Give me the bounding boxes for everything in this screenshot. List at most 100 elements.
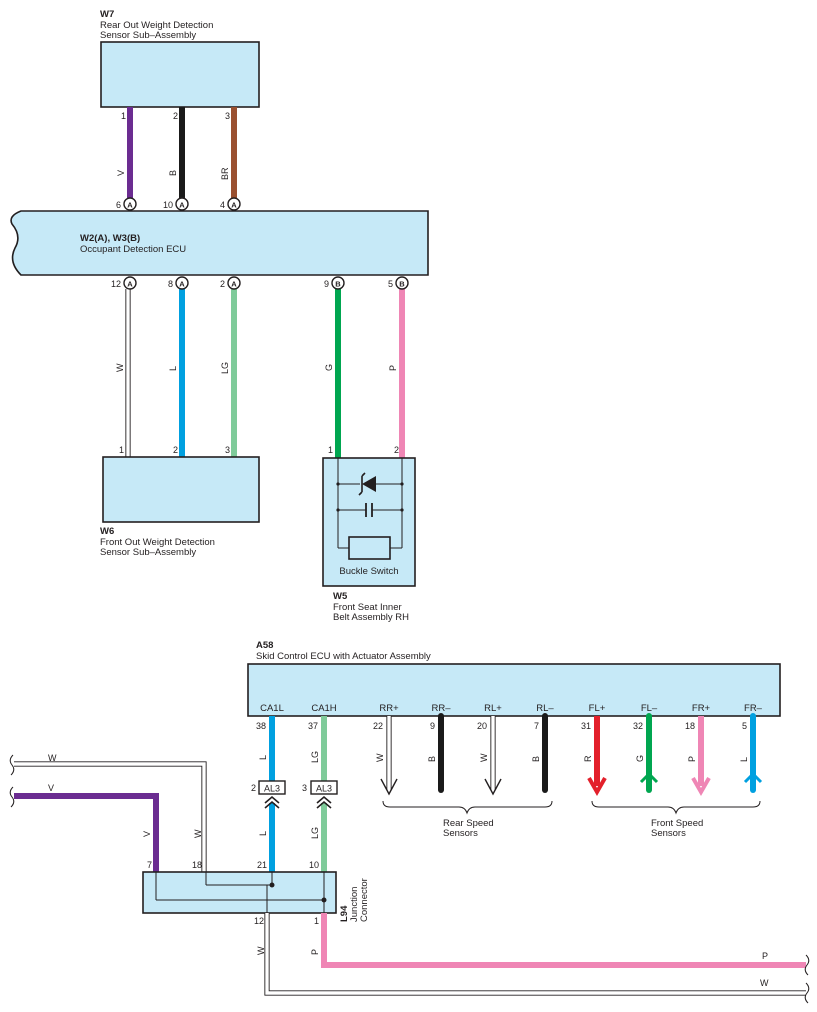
a58-terminal-7: FL+ xyxy=(589,703,606,714)
ecu-top-pin-1: 6 xyxy=(116,200,121,210)
al3-label-right: AL3 xyxy=(316,784,332,794)
a58-terminal-8: FL– xyxy=(641,703,658,714)
a58-terminal-5: RL+ xyxy=(484,703,502,714)
w7-pin-3: 3 xyxy=(225,111,230,121)
a58-wire-label-8: G xyxy=(635,755,645,762)
ecu-top-conn-3 xyxy=(227,197,241,211)
ecu-bot-conn-letter-4: B xyxy=(335,280,341,289)
a58-wire-label-2: LG xyxy=(310,751,320,763)
a58-pin-1: 38 xyxy=(256,721,266,731)
l94-name-line2: Connector xyxy=(359,878,370,922)
a58-terminal-3: RR+ xyxy=(379,703,399,714)
ecu-bot-conn-letter-2: A xyxy=(179,280,185,289)
w5-pin-1: 1 xyxy=(328,445,333,455)
arrow-down-icon xyxy=(691,777,711,797)
rear-sensors-brace xyxy=(382,800,553,815)
ecu-id: W2(A), W3(B) xyxy=(80,233,140,244)
bottom-wire-label-w: W xyxy=(256,946,266,955)
a58-pin-7: 31 xyxy=(581,721,591,731)
l94-pin-21: 21 xyxy=(257,860,267,870)
right-wire-label-w: W xyxy=(760,978,769,988)
al3-wire-label-right: LG xyxy=(310,827,320,839)
w7-pin-2: 2 xyxy=(173,111,178,121)
w5-name-line2: Belt Assembly RH xyxy=(333,612,409,623)
w6-pin-1: 1 xyxy=(119,445,124,455)
l94-name-line1: Junction xyxy=(349,887,360,922)
ecu-bot-conn-1 xyxy=(123,276,137,290)
wire-w-bottom-outline xyxy=(264,913,806,996)
ecu-bot-conn-5 xyxy=(395,276,409,290)
left-wire-label-w: W xyxy=(48,753,57,763)
arrow-down-icon xyxy=(484,778,502,796)
front-sensors-line1: Front Speed xyxy=(651,818,703,829)
a58-pin-2: 37 xyxy=(308,721,318,731)
w7-wire-label-2: B xyxy=(168,170,178,176)
torn-edge xyxy=(9,786,15,808)
zener-bar xyxy=(358,472,366,496)
al3-label-left: AL3 xyxy=(264,784,280,794)
arrow-down-icon xyxy=(587,777,607,797)
l94-pin-12: 12 xyxy=(254,916,264,926)
ecu-top-conn-1 xyxy=(123,197,137,211)
wire-w-left xyxy=(14,762,206,872)
l94-junction-box xyxy=(142,871,337,914)
w6-pin-2: 2 xyxy=(173,445,178,455)
w5-pin-2: 2 xyxy=(394,445,399,455)
al3-connector-left xyxy=(258,780,286,795)
a58-terminal-1: CA1L xyxy=(260,703,284,714)
ecu-bot-conn-3 xyxy=(227,276,241,290)
torn-edge xyxy=(804,982,810,1004)
a58-pin-10: 5 xyxy=(742,721,747,731)
front-sensors-line2: Sensors xyxy=(651,828,686,839)
l94-internal-wiring xyxy=(155,872,325,913)
right-wire-label-p: P xyxy=(762,951,768,961)
ecu-bot-pin-3: 2 xyxy=(220,279,225,289)
w7-pin-1: 1 xyxy=(121,111,126,121)
w6-sensor-box xyxy=(102,456,260,523)
w6-name-line2: Sensor Sub–Assembly xyxy=(100,547,196,558)
a58-terminal-6: RL– xyxy=(536,703,554,714)
wire-p-bottom xyxy=(321,913,806,968)
w6-wire-label-1: W xyxy=(115,363,125,372)
a58-wire-label-6: B xyxy=(531,756,541,762)
ecu-bot-conn-letter-5: B xyxy=(399,280,405,289)
junction-dot xyxy=(336,482,340,486)
ecu-top-pin-2: 10 xyxy=(163,200,173,210)
junction-dot xyxy=(321,897,327,903)
al3-connector-right xyxy=(310,780,338,795)
ecu-bot-conn-2 xyxy=(175,276,189,290)
l94-pin-7: 7 xyxy=(147,860,152,870)
arrow-up-icon xyxy=(639,771,659,784)
ecu-top-conn-2 xyxy=(175,197,189,211)
w5-name-line1: Front Seat Inner xyxy=(333,602,402,613)
left-vertical-label-v: V xyxy=(142,831,152,837)
a58-pins: 38 37 22 9 20 7 31 32 18 5 xyxy=(256,721,747,731)
occupant-ecu-box xyxy=(10,210,429,276)
ecu-top-connectors: A A A 6 10 4 xyxy=(116,197,241,211)
al3-pin-right: 3 xyxy=(302,783,307,793)
w7-name-line1: Rear Out Weight Detection xyxy=(100,20,213,31)
w5-wire-label-1: G xyxy=(324,364,334,371)
w6-name-line1: Front Out Weight Detection xyxy=(100,537,215,548)
ecu-bot-conn-4 xyxy=(331,276,345,290)
junction-dot xyxy=(400,482,404,486)
l94-pin-10: 10 xyxy=(309,860,319,870)
a58-pin-6: 7 xyxy=(534,721,539,731)
ecu-top-conn-letter-1: A xyxy=(127,201,133,210)
a58-wire-label-1: L xyxy=(258,755,268,760)
l94-pin-1: 1 xyxy=(314,916,319,926)
al3-wire-label-left: L xyxy=(258,831,268,836)
left-vertical-label-w: W xyxy=(193,829,203,838)
ecu-bot-pin-4: 9 xyxy=(324,279,329,289)
a58-terminal-10: FR– xyxy=(744,703,763,714)
ecu-bottom-connectors: A A A B B 12 8 2 9 5 xyxy=(111,276,409,290)
junction-dot xyxy=(269,882,275,888)
w7-wire-label-3: BR xyxy=(220,167,230,180)
a58-id: A58 xyxy=(256,640,273,651)
bottom-wire-label-p: P xyxy=(310,949,320,955)
al3-pin-left: 2 xyxy=(251,783,256,793)
a58-wire-label-9: P xyxy=(687,756,697,762)
rear-sensors-line1: Rear Speed xyxy=(443,818,494,829)
a58-pin-5: 20 xyxy=(477,721,487,731)
wire-v-left xyxy=(14,793,159,872)
